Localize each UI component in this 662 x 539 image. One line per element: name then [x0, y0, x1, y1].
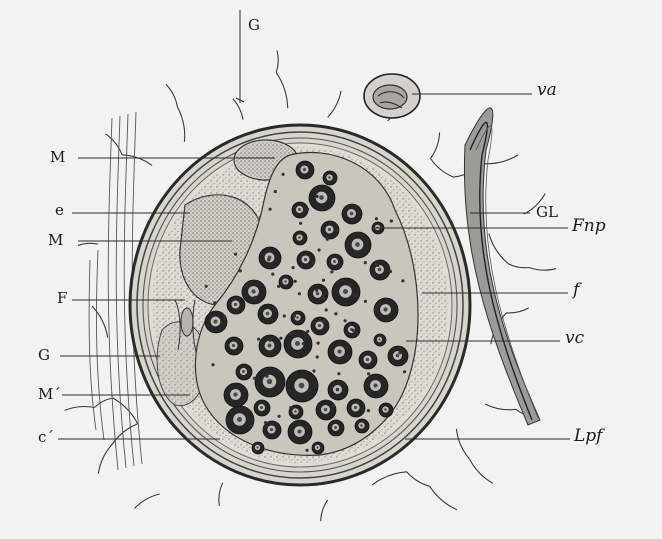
label-g-left: G [38, 348, 50, 363]
label-m-mid: M [48, 233, 63, 248]
label-m-prime: M´ [38, 387, 61, 402]
label-f-upper: F [57, 291, 67, 306]
label-gl: GL [536, 205, 558, 220]
gl-band [464, 108, 540, 425]
label-c-prime: c´ [38, 430, 54, 445]
label-vc: vc [565, 330, 584, 347]
vessel-va [364, 74, 420, 118]
label-g-top: G [248, 18, 260, 33]
label-fnp: Fnp [572, 218, 606, 235]
label-m-top: M [50, 150, 65, 165]
label-va: va [537, 82, 557, 99]
label-e: e [55, 203, 64, 218]
label-f-lower: f [573, 282, 579, 299]
label-lpf: Lpf [574, 428, 602, 445]
